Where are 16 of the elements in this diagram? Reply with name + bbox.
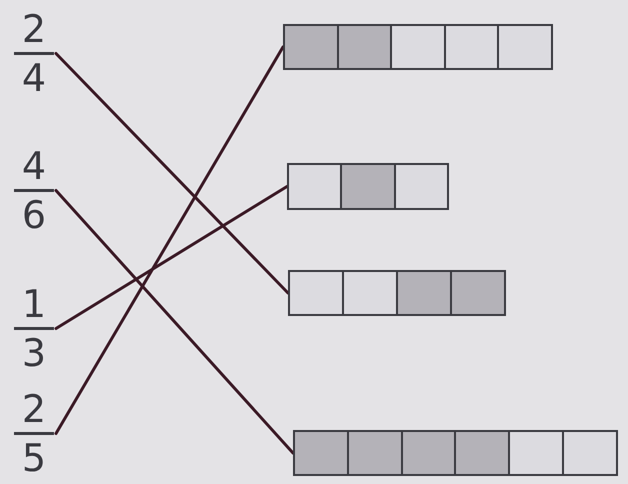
- matching-line: [54, 185, 288, 330]
- denominator: 6: [22, 194, 46, 236]
- fraction-bar-model: [293, 430, 618, 476]
- denominator: 4: [22, 57, 46, 99]
- numerator: 4: [22, 145, 46, 187]
- fraction-bar-model: [288, 270, 506, 316]
- denominator: 3: [22, 332, 46, 374]
- numerator: 1: [22, 283, 46, 325]
- matching-line: [54, 46, 284, 435]
- numerator: 2: [22, 388, 46, 430]
- matching-line: [54, 52, 290, 294]
- matching-line: [54, 189, 294, 454]
- fraction-bar-model: [287, 163, 449, 210]
- denominator: 5: [22, 437, 46, 479]
- fraction-bar-model: [283, 24, 553, 70]
- numerator: 2: [22, 8, 46, 50]
